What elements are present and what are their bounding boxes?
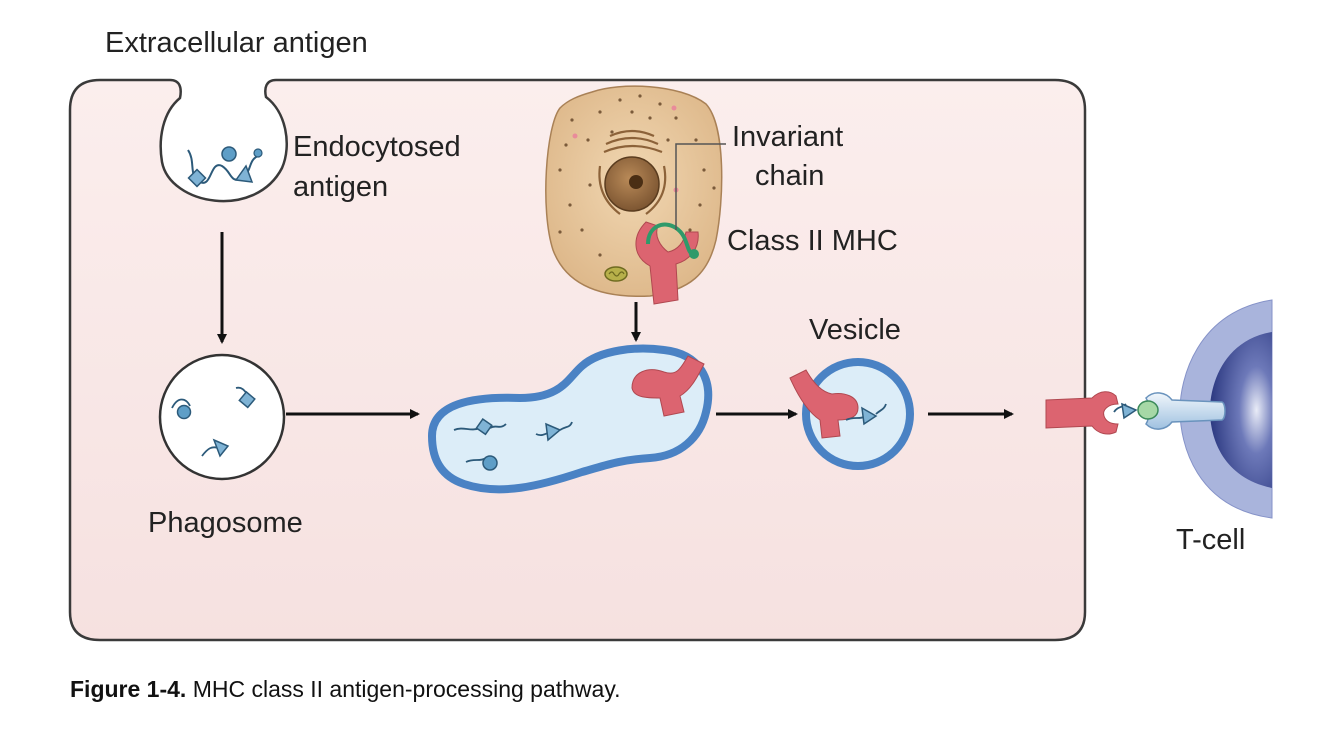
t-cell [1137, 299, 1273, 519]
antigen-sphere-icon [221, 146, 237, 162]
label-t-cell: T-cell [1176, 524, 1245, 556]
antigen-triangle-icon [861, 406, 878, 426]
mhc-molecule-endosome [631, 355, 705, 417]
mitochondrion [604, 266, 628, 282]
antigen-triangle-icon [1121, 402, 1138, 420]
caption-text: MHC class II antigen-processing pathway. [186, 676, 621, 702]
label-invariant-chain-2: chain [755, 160, 824, 192]
phagosome [158, 353, 286, 481]
antigen-triangle-icon [212, 438, 230, 458]
figure-caption: Figure 1-4. MHC class II antigen-process… [70, 676, 621, 703]
endocytosed-antigen-group [187, 146, 263, 188]
label-class-ii-mhc: Class II MHC [727, 225, 898, 257]
er-golgi-compartment [545, 85, 726, 305]
antigen-sphere-icon [482, 455, 498, 471]
figure-number: Figure 1-4. [70, 676, 187, 702]
antigen-diamond-icon [238, 390, 256, 409]
label-extracellular-antigen: Extracellular antigen [105, 27, 368, 59]
endosome [427, 344, 713, 494]
antigen-sphere-icon [176, 404, 192, 420]
antigen-triangle-icon [545, 422, 562, 442]
antigen-triangle-icon [234, 164, 254, 183]
label-endocytosed-antigen-2: antigen [293, 171, 388, 203]
vesicle [789, 358, 914, 470]
mhc-molecule-vesicle [789, 369, 859, 439]
antigen-diamond-icon [475, 417, 493, 436]
surface-mhc-complex [1045, 391, 1138, 435]
label-invariant-chain-1: Invariant [732, 121, 843, 153]
label-endocytosed-antigen-1: Endocytosed [293, 131, 461, 163]
antigen-small-sphere-icon [253, 148, 263, 158]
mhc-molecule-surface [1045, 391, 1119, 435]
label-vesicle: Vesicle [809, 314, 901, 346]
antigen-diamond-icon [187, 168, 207, 188]
antigen-presenting-cell [68, 78, 1087, 642]
label-phagosome: Phagosome [148, 507, 303, 539]
